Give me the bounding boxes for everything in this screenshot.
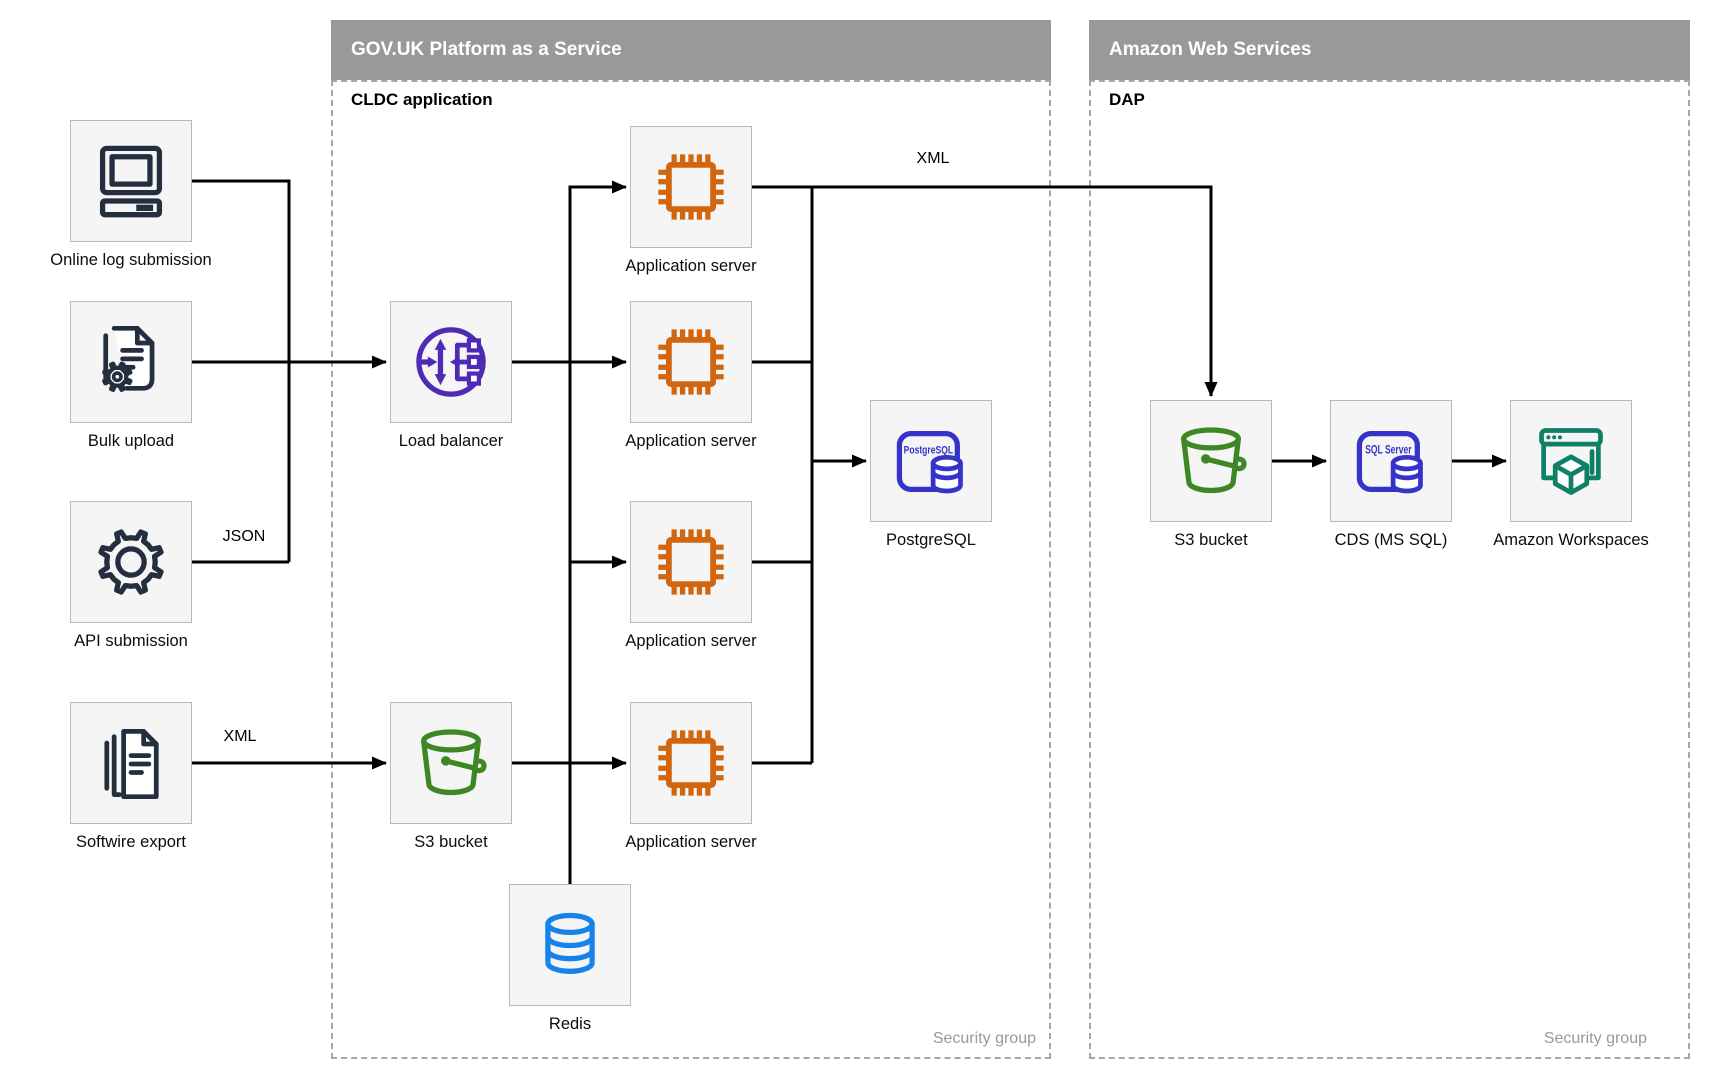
- node-load-balancer: [390, 301, 512, 423]
- chip-icon: [651, 322, 731, 402]
- node-app-server-3: [630, 501, 752, 623]
- edge-label-xml-dap: XML: [916, 150, 950, 167]
- aws-panel-header: Amazon Web Services: [1089, 20, 1690, 80]
- edge-label-json: JSON: [222, 528, 266, 545]
- node-cds-label: CDS (MS SQL): [1334, 531, 1448, 549]
- edge-label-xml-softwire: XML: [223, 728, 257, 745]
- sql-server-db-icon: SQL Server: [1351, 421, 1431, 501]
- s3-bucket-icon: [1171, 421, 1251, 501]
- node-bulk-upload-label: Bulk upload: [87, 432, 175, 450]
- govuk-security-group-label: Security group: [932, 1030, 1036, 1047]
- chip-icon: [651, 723, 731, 803]
- redis-db-icon: [530, 905, 610, 985]
- node-api-submission-label: API submission: [74, 632, 188, 650]
- document-gear-icon: [91, 322, 171, 402]
- load-balancer-icon: [411, 322, 491, 402]
- node-s3-govuk-label: S3 bucket: [414, 833, 488, 851]
- node-online-log-label: Online log submission: [50, 251, 212, 269]
- documents-stack-icon: [91, 723, 171, 803]
- govuk-panel-header: GOV.UK Platform as a Service: [331, 20, 1051, 80]
- node-app-server-1: [630, 126, 752, 248]
- node-s3-aws: [1150, 400, 1272, 522]
- workspaces-icon: [1531, 421, 1611, 501]
- node-online-log: [70, 120, 192, 242]
- node-redis-label: Redis: [548, 1015, 592, 1033]
- chip-icon: [651, 147, 731, 227]
- node-app-server-3-label: Application server: [625, 632, 757, 650]
- node-s3-aws-label: S3 bucket: [1174, 531, 1248, 549]
- node-api-submission: [70, 501, 192, 623]
- s3-bucket-icon: [411, 723, 491, 803]
- node-app-server-2-label: Application server: [625, 432, 757, 450]
- govuk-panel-sublabel: CLDC application: [351, 90, 493, 109]
- node-workspaces: [1510, 400, 1632, 522]
- node-bulk-upload: [70, 301, 192, 423]
- node-load-balancer-label: Load balancer: [398, 432, 504, 450]
- node-app-server-4-label: Application server: [625, 833, 757, 851]
- aws-panel-sublabel: DAP: [1109, 90, 1145, 109]
- node-app-server-2: [630, 301, 752, 423]
- node-app-server-4: [630, 702, 752, 824]
- node-redis: [509, 884, 631, 1006]
- node-postgresql-label: PostgreSQL: [886, 531, 976, 549]
- node-app-server-1-label: Application server: [625, 257, 757, 275]
- node-workspaces-label: Amazon Workspaces: [1493, 531, 1649, 549]
- aws-panel-body: [1089, 80, 1690, 1059]
- postgresql-db-icon: PostgreSQL: [891, 421, 971, 501]
- gear-icon: [91, 522, 171, 602]
- node-softwire-export: [70, 702, 192, 824]
- node-softwire-export-label: Softwire export: [75, 833, 187, 851]
- chip-icon: [651, 522, 731, 602]
- govuk-panel-body: [331, 80, 1051, 1059]
- computer-icon: [91, 141, 171, 221]
- node-s3-govuk: [390, 702, 512, 824]
- node-postgresql: PostgreSQL: [870, 400, 992, 522]
- svg-text:PostgreSQL: PostgreSQL: [904, 445, 954, 457]
- svg-text:SQL Server: SQL Server: [1365, 445, 1412, 457]
- node-cds: SQL Server: [1330, 400, 1452, 522]
- aws-security-group-label: Security group: [1543, 1030, 1647, 1047]
